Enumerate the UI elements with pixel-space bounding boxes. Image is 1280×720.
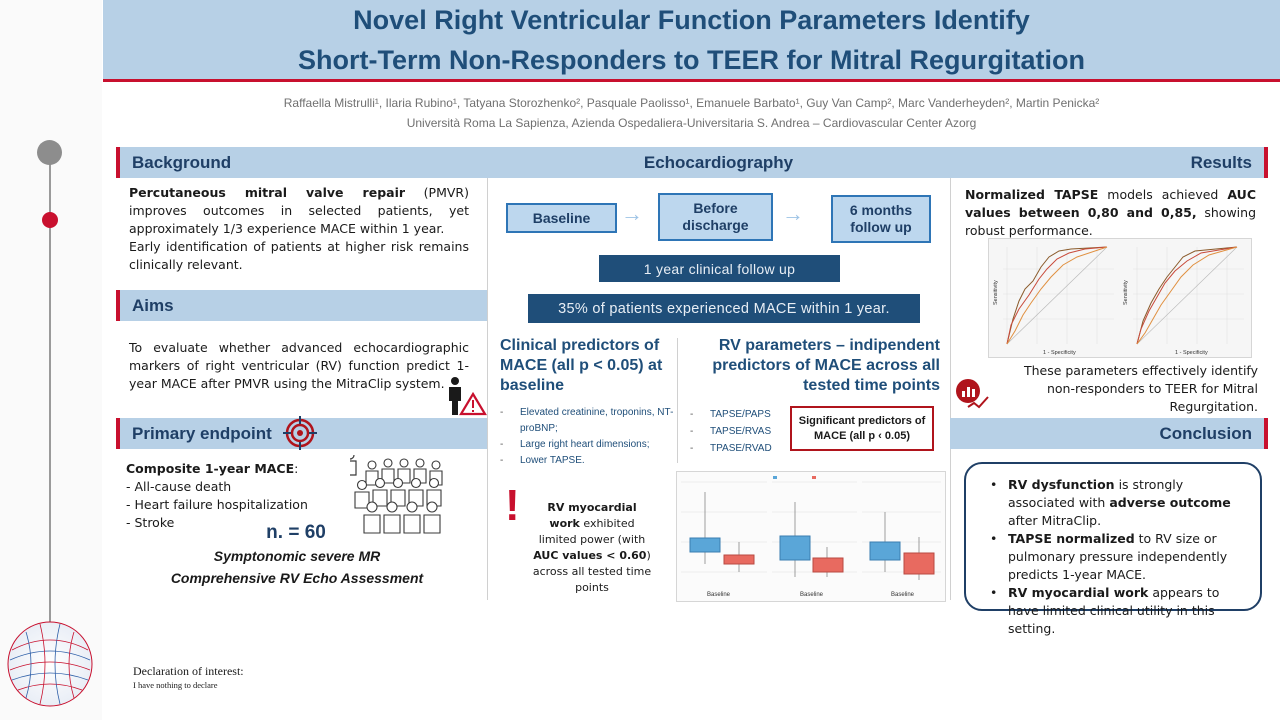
roc-figure: 1 - Specificity 1 - Specificity Sensitiv… xyxy=(988,238,1252,358)
conclusion-item: RV myocardial work appears to have limit… xyxy=(990,584,1246,638)
background-heading: Background xyxy=(132,152,232,172)
list-item: Elevated creatinine, troponins, NT-proBN… xyxy=(500,405,680,437)
boxplot-graphic: Baseline Baseline Baseline xyxy=(677,472,945,601)
roc-ylabel: Sensitivity xyxy=(1123,280,1129,305)
clinical-predictors-heading: Clinical predictors of MACE (all p < 0.0… xyxy=(500,337,663,394)
conclusion-heading: Conclusion xyxy=(1159,423,1252,443)
myocardial-work-note: RV myocardial work exhibited limited pow… xyxy=(532,501,652,594)
analytics-icon xyxy=(956,379,989,409)
title-line-1: Novel Right Ventricular Function Paramet… xyxy=(353,5,1030,35)
endpoint-line-2: Comprehensive RV Echo Assessment xyxy=(170,570,424,586)
declaration-text: I have nothing to declare xyxy=(133,680,218,690)
boxplot-xlabel: Baseline xyxy=(707,592,731,598)
aims-heading: Aims xyxy=(132,295,174,315)
flow-6-months: 6 months follow up xyxy=(831,195,931,243)
boxplot-xlabel: Baseline xyxy=(891,592,915,598)
column-divider-left xyxy=(487,178,488,600)
crowd-icon xyxy=(350,455,443,534)
person-warning-icon xyxy=(449,377,487,416)
results-caption: These parameters effectively identify no… xyxy=(1023,363,1258,414)
roc-xlabel: 1 - Specificity xyxy=(1043,350,1076,356)
list-item: TAPSE/RVAS xyxy=(690,423,790,440)
boxplot-xlabel: Baseline xyxy=(800,592,824,598)
endpoint-item: - Stroke xyxy=(126,515,175,530)
conclusion-header: Conclusion xyxy=(950,418,1268,449)
title-line-2: Short-Term Non-Responders to TEER for Mi… xyxy=(297,45,1085,75)
background-bold: Percutaneous mitral valve repair xyxy=(129,185,406,200)
aims-text: To evaluate whether advanced echocardiog… xyxy=(129,340,469,391)
endpoint-item: - Heart failure hospitalization xyxy=(126,497,308,512)
followup-bar: 1 year clinical follow up xyxy=(599,255,840,282)
flow-before-discharge: Before discharge xyxy=(658,193,773,241)
arrow-right-icon: → xyxy=(621,201,643,226)
declaration-title: Declaration of interest: xyxy=(133,664,244,678)
conclusion-item: TAPSE normalized to RV size or pulmonary… xyxy=(990,530,1246,584)
endpoint-title: Composite 1-year MACE: xyxy=(126,461,299,476)
rv-parameters-heading: RV parameters – indipendent predictors o… xyxy=(712,337,940,394)
list-item: Lower TAPSE. xyxy=(500,453,680,469)
results-header: Results xyxy=(950,147,1268,178)
rv-parameters-list: TAPSE/PAPS TAPSE/RVAS TPASE/RVAD xyxy=(690,406,790,457)
clinical-predictors-list: Elevated creatinine, troponins, NT-proBN… xyxy=(500,405,680,469)
sample-size: n. = 60 xyxy=(266,522,326,543)
endpoint-list: Composite 1-year MACE: - All-cause death… xyxy=(126,460,346,532)
conclusion-item: RV dysfunction is strongly associated wi… xyxy=(990,476,1246,530)
background-text-2: Early identification of patients at high… xyxy=(129,239,469,272)
column-divider-right xyxy=(950,178,951,600)
mace-bar: 35% of patients experienced MACE within … xyxy=(528,294,920,323)
background-header: Background xyxy=(116,147,487,178)
endpoint-heading: Primary endpoint xyxy=(132,423,272,443)
background-text-1: (PMVR) improves outcomes in selected pat… xyxy=(129,185,469,236)
affiliation: Università Roma La Sapienza, Azienda Osp… xyxy=(406,116,977,130)
background-body: Percutaneous mitral valve repair (PMVR) … xyxy=(129,184,469,274)
roc-graphic: 1 - Specificity 1 - Specificity Sensitiv… xyxy=(989,239,1251,357)
left-decoration-strip xyxy=(0,0,102,720)
conclusion-box: RV dysfunction is strongly associated wi… xyxy=(964,462,1262,636)
predictor-divider xyxy=(677,338,678,463)
globe-logo-icon xyxy=(7,621,93,707)
results-text: Normalized TAPSE models achieved AUC val… xyxy=(965,187,1257,238)
timeline-dot-red xyxy=(42,212,58,228)
timeline-line xyxy=(49,150,51,630)
list-item: TAPSE/PAPS xyxy=(690,406,790,423)
exclamation-icon: ! xyxy=(505,481,520,530)
list-item: TPASE/RVAD xyxy=(690,440,790,457)
target-icon xyxy=(283,416,317,450)
echo-heading: Echocardiography xyxy=(643,152,794,172)
endpoint-item: - All-cause death xyxy=(126,479,232,494)
echo-header: Echocardiography xyxy=(487,147,950,178)
results-heading: Results xyxy=(1190,152,1252,172)
significant-predictors-box: Significant predictors of MACE (all p ‹ … xyxy=(790,406,934,451)
endpoint-line-1: Symptonomic severe MR xyxy=(213,548,381,564)
roc-ylabel: Sensitivity xyxy=(993,280,999,305)
aims-header: Aims xyxy=(116,290,487,321)
boxplot-figure: Baseline Baseline Baseline xyxy=(676,471,946,602)
roc-xlabel: 1 - Specificity xyxy=(1175,350,1208,356)
list-item: Large right heart dimensions; xyxy=(500,437,680,453)
arrow-right-icon: → xyxy=(782,201,804,226)
title-banner: Novel Right Ventricular Function Paramet… xyxy=(103,0,1280,82)
timeline-dot-grey xyxy=(37,140,62,165)
flow-baseline: Baseline xyxy=(506,203,617,233)
author-list: Raffaella Mistrulli¹, Ilaria Rubino¹, Ta… xyxy=(283,96,1100,110)
